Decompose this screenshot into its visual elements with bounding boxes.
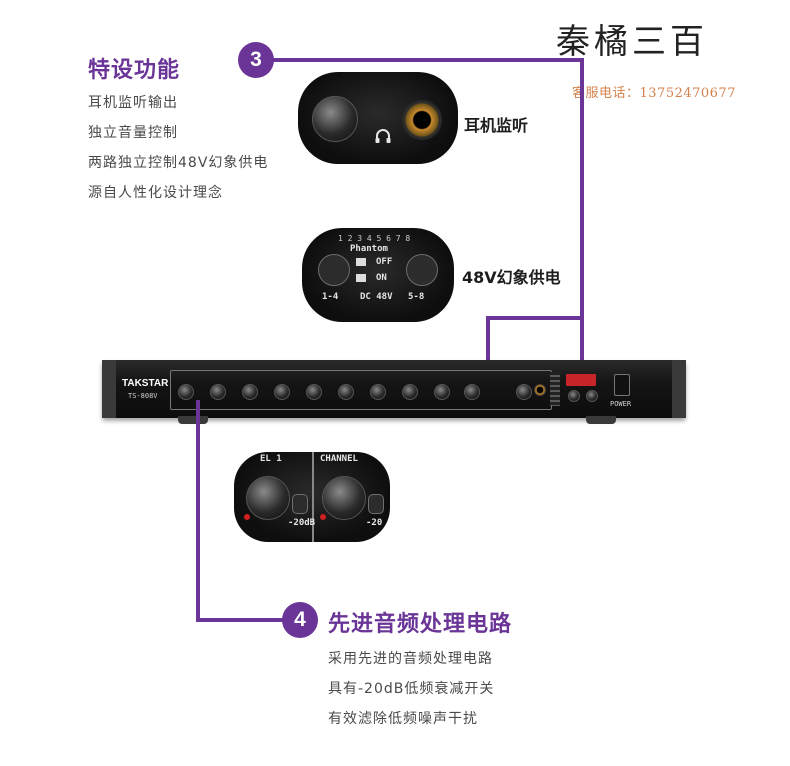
brand-title: 秦橘三百 — [556, 22, 708, 62]
phantom-button-5-8 — [406, 254, 438, 286]
channel-knob — [274, 384, 290, 400]
phantom-dc: DC 48V — [360, 292, 393, 302]
channel-knob — [402, 384, 418, 400]
phantom-left-range: 1-4 — [322, 292, 339, 302]
master-knob — [434, 384, 450, 400]
channel-knob — [242, 384, 258, 400]
channel-knob — [306, 384, 322, 400]
rack-mixer: TAKSTAR TS-808V POWER — [102, 360, 686, 418]
feature-line: 两路独立控制48V幻象供电 — [88, 155, 269, 171]
device-brand: TAKSTAR — [122, 378, 169, 389]
headphone-icon — [374, 128, 392, 148]
channel-strip — [170, 370, 552, 410]
channel-knob — [178, 384, 194, 400]
feature-line: 耳机监听输出 — [88, 95, 178, 111]
processing-line: 采用先进的音频处理电路 — [328, 651, 493, 667]
gain-knob — [322, 476, 366, 520]
feature-line: 源自人性化设计理念 — [88, 185, 223, 201]
brand-contact: 客服电话：13752470677 — [572, 86, 736, 101]
phantom-on: ON — [376, 273, 387, 283]
phantom-label: Phantom — [350, 244, 388, 254]
features-title: 特设功能 — [88, 58, 181, 83]
phantom-right-range: 5-8 — [408, 292, 425, 302]
channel-knob — [370, 384, 386, 400]
rack-ear-left — [102, 360, 116, 418]
pad-button — [368, 494, 384, 514]
gain-knob — [246, 476, 290, 520]
device-model: TS-808V — [128, 392, 158, 400]
connector-line — [486, 316, 490, 396]
channel-knob — [210, 384, 226, 400]
headphone-closeup — [298, 72, 458, 164]
connector-line — [580, 58, 584, 388]
processing-line: 具有-20dB低频衰减开关 — [328, 681, 495, 697]
divider — [312, 452, 314, 542]
pad-closeup: EL 1 CHANNEL -20dB -20 — [234, 452, 390, 542]
dip-switches — [566, 374, 596, 386]
closeup-label-left: EL 1 — [260, 454, 282, 464]
power-switch — [614, 374, 630, 396]
phantom-button-rack — [586, 390, 598, 402]
master-knob — [464, 384, 480, 400]
connector-line — [272, 58, 584, 62]
closeup-label-right: CHANNEL — [320, 454, 358, 464]
rack-foot-right — [586, 416, 616, 424]
phantom-off: OFF — [376, 257, 393, 267]
pad-label-right: -20 — [366, 518, 383, 528]
processing-title: 先进音频处理电路 — [328, 612, 513, 637]
pad-label-left: -20dB — [288, 518, 316, 528]
volume-knob — [312, 96, 358, 142]
phantom-button-1-4 — [318, 254, 350, 286]
level-meter — [550, 372, 560, 406]
connector-line — [196, 618, 286, 622]
headphone-volume-knob — [516, 384, 532, 400]
led-indicator — [244, 514, 250, 520]
connector-line — [196, 400, 200, 622]
rack-headphone-jack — [534, 384, 546, 396]
badge-3: 3 — [238, 42, 274, 78]
rack-ear-right — [672, 360, 686, 418]
phantom-button-rack — [568, 390, 580, 402]
badge-4: 4 — [282, 602, 318, 638]
channel-knob — [338, 384, 354, 400]
feature-line: 独立音量控制 — [88, 125, 178, 141]
callout-headphone: 耳机监听 — [464, 116, 529, 135]
switch-on-icon — [356, 274, 366, 282]
phantom-closeup: 1 2 3 4 5 6 7 8 Phantom OFF ON 1-4 DC 48… — [302, 228, 454, 322]
processing-line: 有效滤除低频噪声干扰 — [328, 711, 478, 727]
power-label: POWER — [610, 400, 632, 408]
pad-button — [292, 494, 308, 514]
phantom-numbers: 1 2 3 4 5 6 7 8 — [338, 234, 411, 243]
switch-off-icon — [356, 258, 366, 266]
rack-foot-left — [178, 416, 208, 424]
connector-line — [486, 316, 584, 320]
led-indicator — [320, 514, 326, 520]
callout-phantom: 48V幻象供电 — [462, 268, 561, 287]
headphone-jack — [402, 100, 442, 140]
